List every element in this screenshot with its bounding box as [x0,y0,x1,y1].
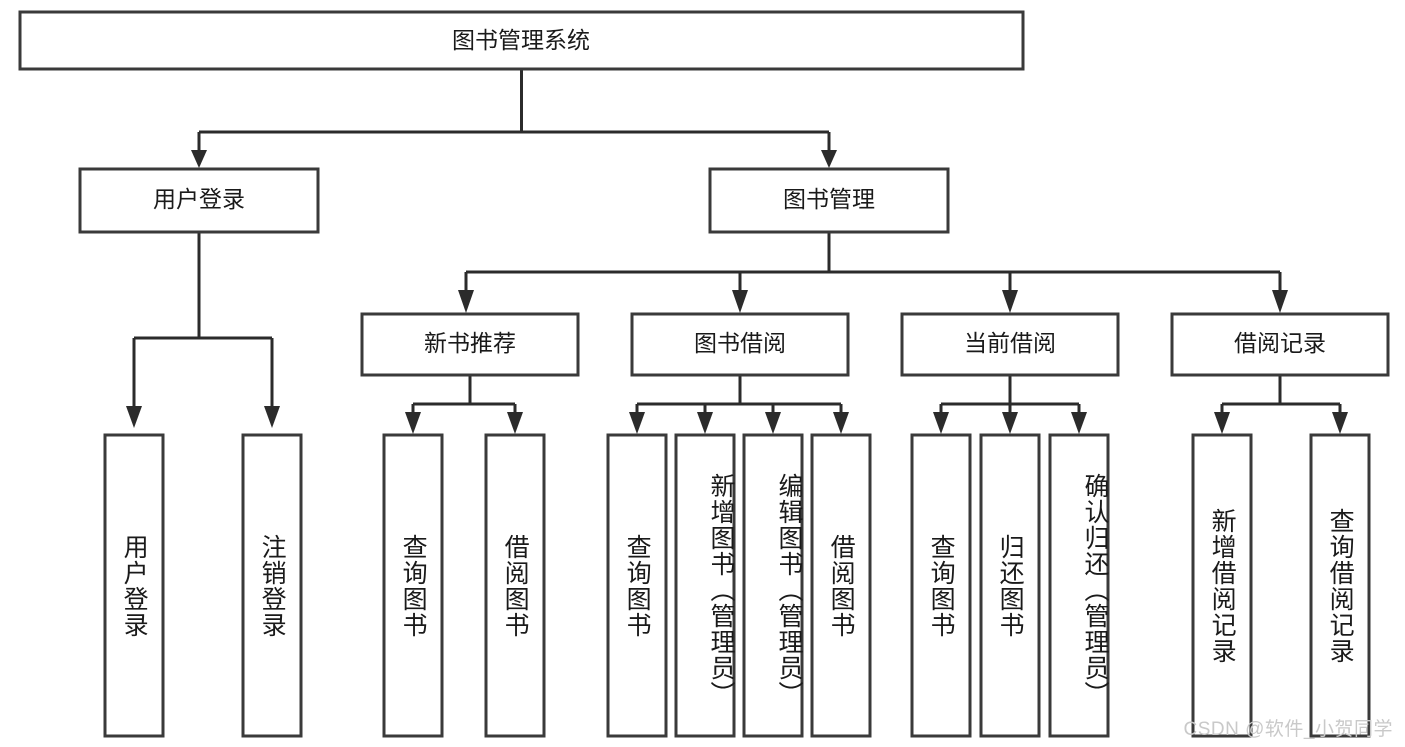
node-borrow-record-label: 借阅记录 [1234,330,1326,356]
node-borrow-record-box[interactable] [1170,312,1390,377]
leaf-add-record-box[interactable] [1191,433,1253,738]
node-current-borrow-label: 当前借阅 [964,330,1056,356]
leaf-user-login-box[interactable] [103,433,165,738]
leaf-logout-login-box[interactable] [241,433,303,738]
node-root-label: 图书管理系统 [452,27,590,53]
leaf-query-book-3-box[interactable] [910,433,972,738]
node-root-box[interactable] [18,10,1025,71]
node-book-borrow-box[interactable] [630,312,850,377]
leaf-query-book-2-box[interactable] [606,433,668,738]
node-current-borrow-box[interactable] [900,312,1120,377]
connector-group-new-book-recommend-to-leaves [405,376,523,434]
node-book-borrow-label: 图书借阅 [694,330,786,356]
node-book-manage-label: 图书管理 [783,186,875,212]
node-user-login-box[interactable] [78,167,320,234]
connector-group-book-manage-to-level2 [458,233,1288,313]
connector-group-user-login-to-leaves [126,233,280,428]
leaf-query-book-1-box[interactable] [382,433,444,738]
connector-group-current-borrow-to-leaves [933,376,1087,434]
leaf-edit-book-box[interactable] [742,433,804,738]
node-new-book-recommend-box[interactable] [360,312,580,377]
leaf-return-book-box[interactable] [979,433,1041,738]
node-new-book-recommend-label: 新书推荐 [424,330,516,356]
node-book-manage-box[interactable] [708,167,950,234]
connector-group-root-to-level1 [191,70,837,168]
leaf-query-record-box[interactable] [1309,433,1371,738]
connector-group-book-borrow-to-leaves [629,376,849,434]
leaf-confirm-return-box[interactable] [1048,433,1110,738]
leaf-add-book-box[interactable] [674,433,736,738]
watermark-text: CSDN @软件_小贺同学 [1183,719,1393,740]
leaf-borrow-book-2-box[interactable] [810,433,872,738]
node-user-login-label: 用户登录 [153,186,245,212]
leaf-borrow-book-1-box[interactable] [484,433,546,738]
connector-group-borrow-record-to-leaves [1214,376,1348,434]
